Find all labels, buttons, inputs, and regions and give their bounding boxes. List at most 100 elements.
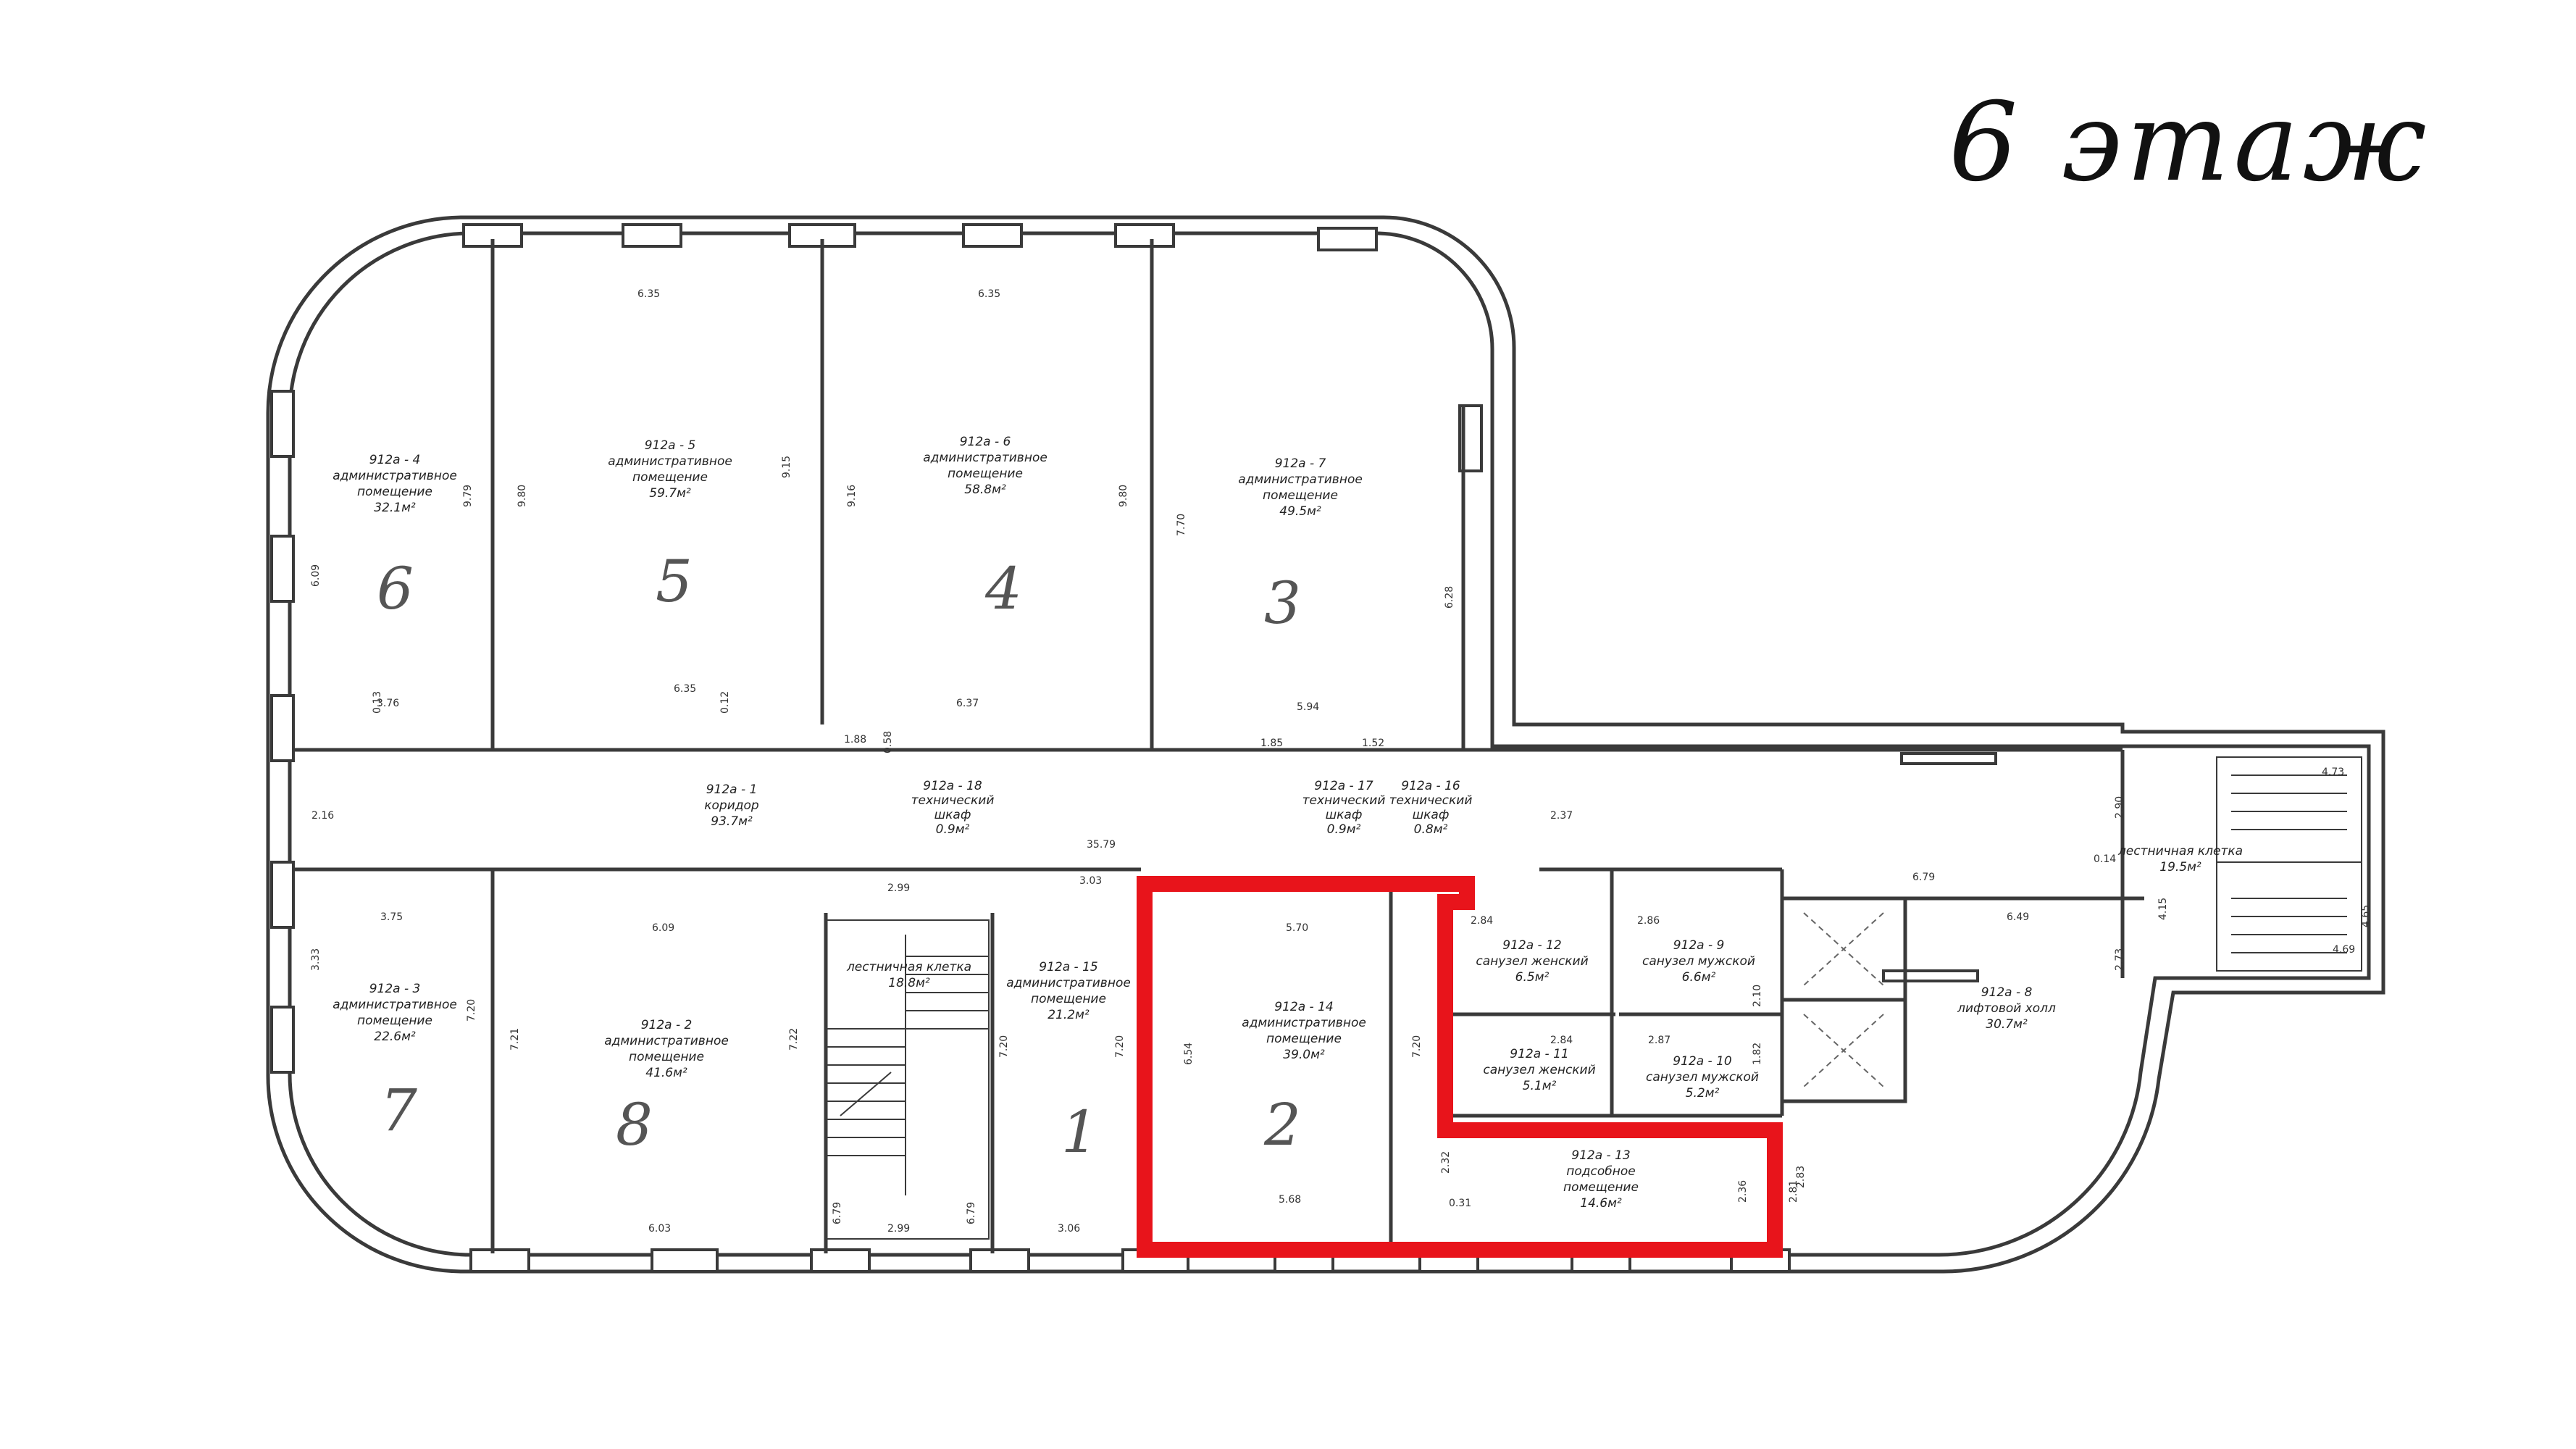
room-label: 912а - 4 административное помещение 32.1… xyxy=(333,453,457,515)
svg-text:лестничная клетка: лестничная клетка xyxy=(846,960,971,974)
svg-text:22.6м²: 22.6м² xyxy=(374,1030,416,1044)
room-label: 912а - 11 санузел женский 5.1м² xyxy=(1483,1047,1595,1093)
svg-text:6.09: 6.09 xyxy=(652,922,674,934)
room-number: 6 xyxy=(377,555,414,622)
floor-title: 6 этаж xyxy=(1949,80,2431,206)
svg-text:6.6м²: 6.6м² xyxy=(1682,970,1716,985)
svg-text:21.2м²: 21.2м² xyxy=(1047,1008,1090,1022)
room-label: 912а - 10 санузел мужской 5.2м² xyxy=(1646,1054,1759,1101)
room-number: 4 xyxy=(984,555,1022,622)
svg-text:6.5м²: 6.5м² xyxy=(1515,970,1550,985)
svg-text:912а - 14: 912а - 14 xyxy=(1274,1000,1333,1014)
room-label: 912а - 13 подсобное помещение 14.6м² xyxy=(1563,1148,1639,1211)
svg-text:14.6м²: 14.6м² xyxy=(1580,1196,1622,1211)
svg-text:помещение: помещение xyxy=(1031,992,1106,1006)
stair-2 xyxy=(2216,756,2362,972)
svg-text:2.99: 2.99 xyxy=(887,882,910,894)
room-label: лестничная клетка 19.5м² xyxy=(2117,844,2243,874)
svg-text:5.70: 5.70 xyxy=(1286,922,1308,934)
svg-text:2.16: 2.16 xyxy=(311,810,334,822)
room-number: 8 xyxy=(616,1091,653,1158)
svg-text:6.35: 6.35 xyxy=(674,683,696,695)
svg-text:помещение: помещение xyxy=(948,467,1023,481)
svg-text:административное: административное xyxy=(333,469,457,483)
svg-text:912а - 10: 912а - 10 xyxy=(1673,1054,1731,1069)
room-label: 912а - 8 лифтовой холл 30.7м² xyxy=(1957,985,2056,1032)
room-number: 7 xyxy=(380,1077,417,1144)
room-number: 2 xyxy=(1263,1091,1301,1158)
svg-text:6.79: 6.79 xyxy=(1912,872,1935,883)
svg-text:2.86: 2.86 xyxy=(1637,915,1660,927)
svg-text:шкаф: шкаф xyxy=(1326,808,1363,822)
svg-text:32.1м²: 32.1м² xyxy=(374,501,416,515)
lift-shafts xyxy=(1803,912,1884,1087)
room-label: 912а - 1 коридор 93.7м² xyxy=(704,782,759,829)
svg-text:912а - 6: 912а - 6 xyxy=(960,435,1011,449)
svg-text:912а - 9: 912а - 9 xyxy=(1673,938,1725,953)
interior-walls xyxy=(293,239,2144,1253)
room-label: 912а - 5 административное помещение 59.7… xyxy=(608,438,732,501)
room-label: 912а - 9 санузел мужской 6.6м² xyxy=(1642,938,1755,985)
svg-text:5.1м²: 5.1м² xyxy=(1523,1079,1557,1093)
svg-text:шкаф: шкаф xyxy=(1413,808,1450,822)
svg-text:9.15: 9.15 xyxy=(781,456,793,478)
svg-text:58.8м²: 58.8м² xyxy=(964,483,1006,497)
svg-text:0.31: 0.31 xyxy=(1449,1198,1471,1209)
room-numbers: 1 2 3 4 5 6 7 8 xyxy=(377,548,1301,1166)
svg-text:2.99: 2.99 xyxy=(887,1223,910,1235)
svg-text:6.54: 6.54 xyxy=(1183,1043,1195,1065)
svg-text:4.73: 4.73 xyxy=(2322,767,2344,778)
svg-text:49.5м²: 49.5м² xyxy=(1279,504,1321,519)
room-label: 912а - 15 административное помещение 21.… xyxy=(1006,960,1131,1022)
svg-text:санузел женский: санузел женский xyxy=(1483,1063,1595,1077)
svg-text:912а - 17: 912а - 17 xyxy=(1314,779,1373,793)
highlight-outline xyxy=(1137,876,1783,1258)
svg-text:2.10: 2.10 xyxy=(1752,985,1763,1007)
svg-text:7.20: 7.20 xyxy=(998,1035,1010,1058)
svg-text:помещение: помещение xyxy=(632,470,708,485)
svg-text:1.52: 1.52 xyxy=(1362,738,1384,749)
svg-text:9.79: 9.79 xyxy=(462,485,474,507)
svg-text:2.87: 2.87 xyxy=(1648,1035,1670,1046)
svg-text:шкаф: шкаф xyxy=(934,808,971,822)
svg-text:санузел женский: санузел женский xyxy=(1476,954,1588,969)
svg-text:912а - 5: 912а - 5 xyxy=(645,438,696,453)
svg-text:помещение: помещение xyxy=(357,1014,432,1028)
room-label: 912а - 7 административное помещение 49.5… xyxy=(1238,456,1363,519)
svg-text:7.20: 7.20 xyxy=(1114,1035,1126,1058)
svg-text:4.69: 4.69 xyxy=(2333,944,2355,956)
svg-text:2.83: 2.83 xyxy=(1795,1166,1807,1188)
room-number: 3 xyxy=(1264,569,1301,637)
svg-text:7.21: 7.21 xyxy=(509,1028,521,1051)
svg-text:912а - 11: 912а - 11 xyxy=(1510,1047,1568,1061)
svg-text:0.8м²: 0.8м² xyxy=(1414,822,1448,837)
svg-text:лифтовой холл: лифтовой холл xyxy=(1957,1001,2056,1016)
svg-text:подсобное: подсобное xyxy=(1566,1164,1635,1179)
svg-text:912а - 8: 912а - 8 xyxy=(1981,985,2033,1000)
svg-text:0.14: 0.14 xyxy=(2094,853,2116,865)
room-label: 912а - 17 технический шкаф 0.9м² xyxy=(1302,779,1386,837)
svg-text:2.37: 2.37 xyxy=(1550,810,1573,822)
svg-text:3.03: 3.03 xyxy=(1079,875,1102,887)
svg-text:2.90: 2.90 xyxy=(2114,796,2125,819)
svg-text:39.0м²: 39.0м² xyxy=(1283,1048,1325,1062)
room-label: лестничная клетка 18.8м² xyxy=(846,960,971,990)
svg-text:912а - 13: 912а - 13 xyxy=(1571,1148,1630,1163)
svg-text:0.13: 0.13 xyxy=(372,691,383,714)
svg-text:коридор: коридор xyxy=(704,798,759,813)
svg-text:1.82: 1.82 xyxy=(1752,1043,1763,1065)
svg-text:93.7м²: 93.7м² xyxy=(711,814,753,829)
outer-walls xyxy=(266,215,2385,1274)
svg-text:6.03: 6.03 xyxy=(648,1223,671,1235)
svg-text:9.80: 9.80 xyxy=(517,485,528,507)
room-label: 912а - 16 технический шкаф 0.8м² xyxy=(1389,779,1473,837)
svg-text:7.70: 7.70 xyxy=(1176,514,1187,536)
svg-text:помещение: помещение xyxy=(629,1050,704,1064)
svg-text:0.9м²: 0.9м² xyxy=(1327,822,1361,837)
svg-text:7.22: 7.22 xyxy=(788,1028,800,1051)
room-label: 912а - 12 санузел женский 6.5м² xyxy=(1476,938,1588,985)
svg-text:5.2м²: 5.2м² xyxy=(1686,1086,1720,1101)
svg-text:административное: административное xyxy=(1242,1016,1366,1030)
svg-text:санузел мужской: санузел мужской xyxy=(1642,954,1755,969)
